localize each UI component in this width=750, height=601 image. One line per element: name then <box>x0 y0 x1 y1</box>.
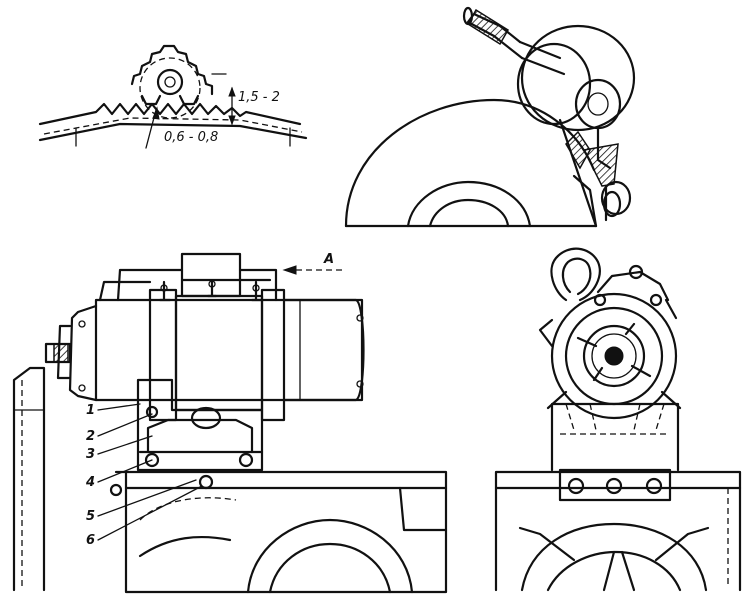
clearance-label: 1,5 - 2 <box>238 90 280 105</box>
backlash-label: 0,6 - 0,8 <box>164 130 218 145</box>
callout-4: 4 <box>85 475 95 490</box>
view-marker-a: A <box>323 252 334 267</box>
callout-1: 1 <box>86 403 95 418</box>
flywheel-detail <box>344 6 636 228</box>
callout-3: 3 <box>86 447 95 462</box>
callout-5: 5 <box>86 509 95 524</box>
callout-2: 2 <box>86 429 95 444</box>
starter-side-view <box>12 252 448 594</box>
gear-mesh-detail <box>38 44 308 149</box>
callout-6: 6 <box>86 533 95 548</box>
starter-end-view <box>494 247 742 592</box>
